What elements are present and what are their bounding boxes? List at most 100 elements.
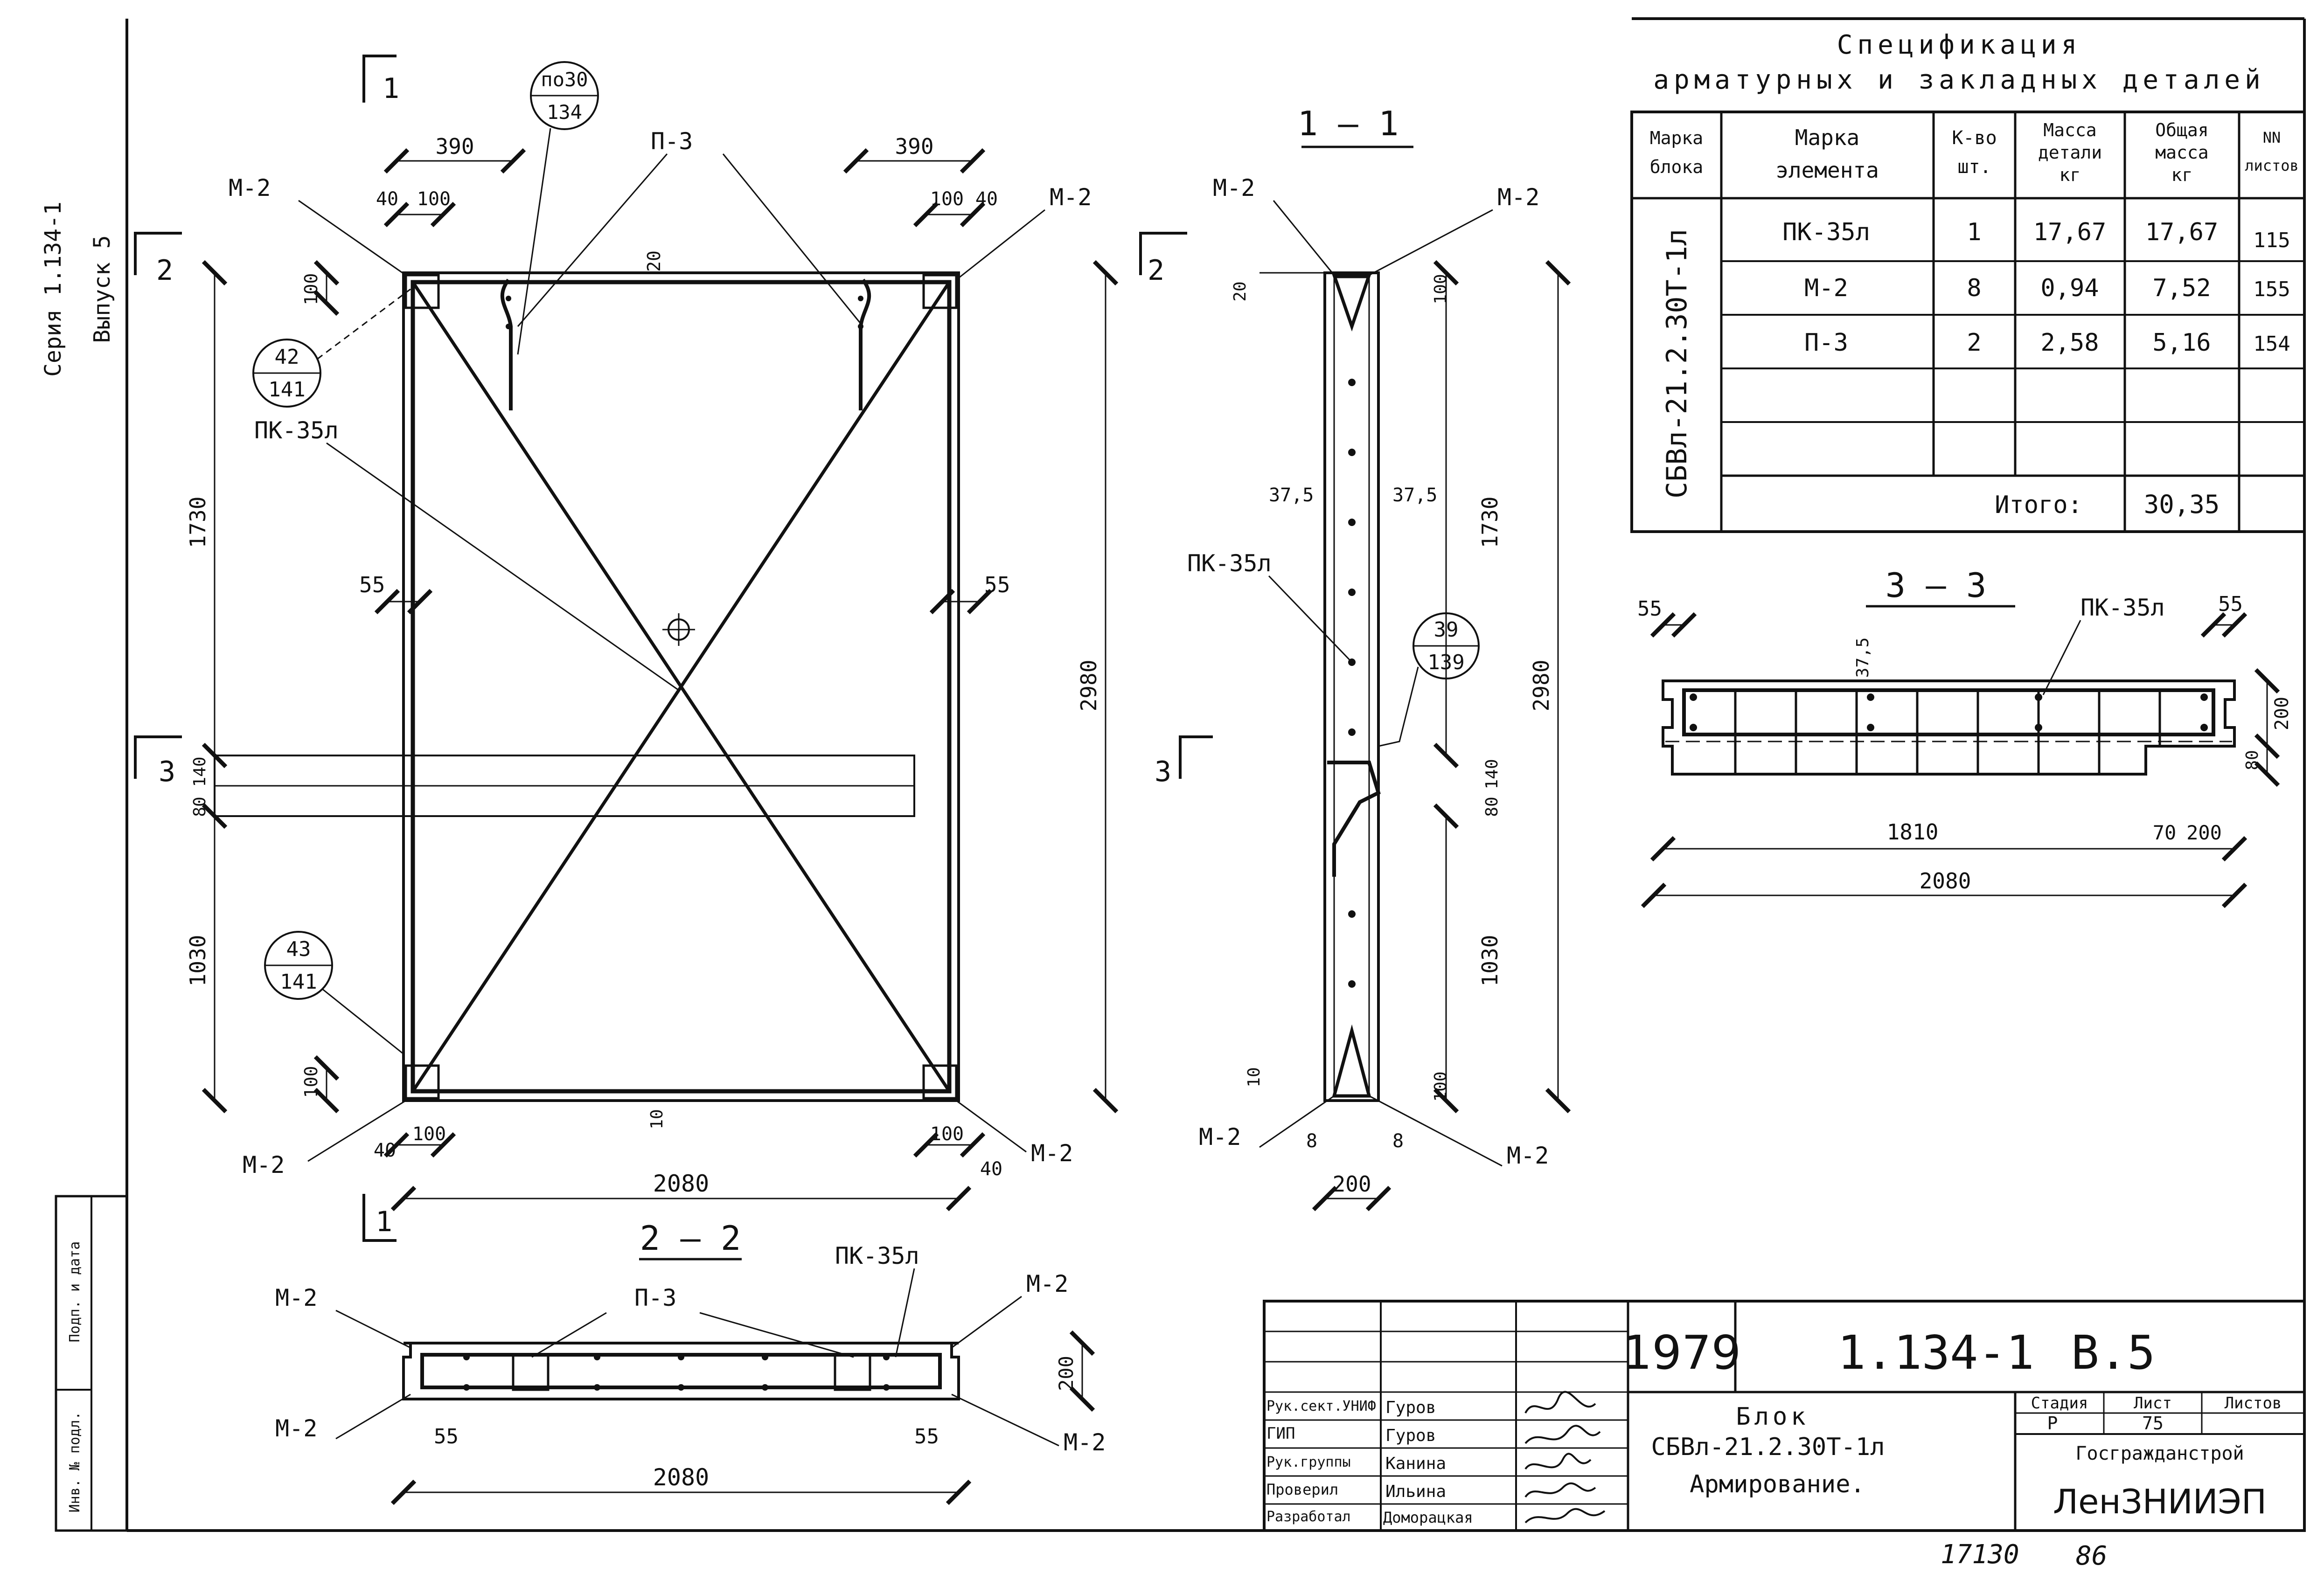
issue-label: Выпуск 5 [89, 235, 115, 343]
row2-qty: 8 [1967, 274, 1981, 302]
dim-55-right: 55 [984, 572, 1010, 597]
tb-role-2: ГИП [1266, 1424, 1295, 1443]
dim-100-b-right: 100 [930, 1123, 964, 1145]
tb-name-2: Гуров [1385, 1426, 1436, 1445]
section-2-2: 2 — 2 М-2 П-3 ПК-35л М-2 М-2 М-2 200 55 … [275, 1219, 1106, 1505]
footer-left: 17130 [1941, 1539, 2019, 1570]
s33-dim-55-l: 55 [1637, 597, 1662, 621]
hdr-mass-each: Масса детали кг [2038, 120, 2102, 185]
row3-qty: 2 [1967, 329, 1981, 357]
s33-dim-200: 200 [2271, 697, 2293, 730]
tb-name-4: Ильина [1385, 1482, 1446, 1501]
tb-org-1: Госгражданстрой [2075, 1443, 2244, 1464]
callout-42-141: 42 141 [252, 288, 411, 408]
dim-10-bottom: 10 [647, 1109, 667, 1129]
s33-dim-2080: 2080 [1920, 868, 1971, 894]
dim-1030: 1030 [185, 935, 210, 987]
spec-total-value: 30,35 [2144, 490, 2220, 519]
row3-sheet: 154 [2253, 332, 2290, 356]
s11-dim-2980: 2980 [1529, 660, 1554, 712]
s22-dim-55-l: 55 [434, 1425, 459, 1448]
section-3-3: 3 — 3 ПК-35л 55 55 37,5 200 80 [1637, 566, 2293, 908]
s22-dim-55-r: 55 [914, 1425, 939, 1448]
cut-3-right: 3 [1155, 755, 1171, 788]
tb-stage-label: Стадия [2031, 1394, 2088, 1413]
label-m2-top-right: М-2 [1050, 184, 1092, 211]
s33-dim-1810: 1810 [1887, 819, 1939, 845]
s11-dim-100-b: 100 [1431, 1071, 1450, 1102]
s33-dim-80: 80 [2243, 750, 2262, 770]
dim-390-right: 390 [895, 134, 933, 159]
s22-dim-2080: 2080 [653, 1464, 709, 1491]
label-pk35-front: ПК-35л [254, 417, 339, 444]
hdr-element-mark: Марка элемента [1775, 125, 1879, 183]
dim-80-v: 80 [190, 797, 209, 817]
s22-label-p3: П-3 [634, 1284, 676, 1311]
dim-40-b-right: 40 [980, 1158, 1002, 1180]
row3-total: 5,16 [2152, 329, 2211, 357]
cut-3-left: 3 [159, 755, 175, 788]
s33-dim-200-b: 200 [2186, 821, 2222, 844]
label-m2-bottom-right: М-2 [1031, 1140, 1073, 1167]
inv-no-label: Инв. № подл. [67, 1412, 83, 1513]
s11-label-m2-tr: М-2 [1497, 184, 1539, 211]
section-1-1: 1 — 1 М-2 М-2 ПК-35л М-2 М-2 [1187, 104, 1571, 1212]
s22-label-pk35: ПК-35л [835, 1242, 919, 1269]
dim-2980: 2980 [1076, 660, 1101, 712]
tb-org-2: ЛенЗНИИЭП [2053, 1482, 2267, 1521]
s11-dim-20: 20 [1231, 281, 1250, 301]
s33-label-pk35: ПК-35л [2080, 594, 2165, 621]
callout-43-141: 43 141 [264, 931, 404, 1055]
s22-label-m2-tl: М-2 [275, 1284, 317, 1311]
tb-product-1: Блок [1736, 1403, 1809, 1431]
row2-total: 7,52 [2152, 274, 2211, 302]
s22-label-m2-br: М-2 [1064, 1429, 1106, 1456]
s11-dim-37-5-r: 37,5 [1392, 485, 1437, 506]
dim-100-right: 100 [930, 188, 964, 210]
section-3-3-stirrups [1690, 690, 2208, 774]
s11-dim-140: 140 [1482, 759, 1502, 789]
dim-55-left: 55 [359, 572, 385, 597]
s33-dim-55-r: 55 [2218, 592, 2243, 616]
inventory-stamp: Инв. № подл. Подп. и дата [55, 1195, 128, 1532]
front-view: 1 1 2 2 3 3 390 390 40 100 100 40 20 М-2… [134, 55, 1213, 1242]
spec-total-label: Итого: [1995, 491, 2082, 519]
callout-p030: по30 134 [517, 61, 599, 355]
s11-label-m2-br: М-2 [1507, 1142, 1549, 1169]
callout-141b: 141 [280, 970, 317, 994]
spec-block-name: СБВл-21.2.30Т-1л [1661, 229, 1693, 499]
cut-1-top: 1 [383, 72, 399, 105]
dim-1730: 1730 [185, 497, 210, 548]
tb-product-2: СБВл-21.2.30Т-1л [1651, 1433, 1885, 1461]
row3-element: П-3 [1804, 329, 1848, 357]
s11-dim-37-5-l: 37,5 [1269, 485, 1314, 506]
dim-40-left: 40 [376, 188, 398, 210]
row1-sheet: 115 [2253, 229, 2290, 252]
cut-2-left: 2 [156, 254, 173, 287]
signatures [1524, 1391, 1606, 1524]
footer-right: 86 [2076, 1541, 2107, 1571]
tb-product-3: Армирование. [1690, 1470, 1865, 1498]
row2-sheet: 155 [2253, 277, 2290, 301]
hdr-mass-total: Общая масса кг [2155, 120, 2209, 185]
tb-stage-value: Р [2047, 1413, 2058, 1434]
dim-2080-front: 2080 [653, 1170, 709, 1197]
cut-2-right: 2 [1148, 254, 1164, 287]
section-1-1-title: 1 — 1 [1298, 104, 1399, 143]
dim-100-v-bot: 100 [301, 1066, 321, 1098]
row1-qty: 1 [1967, 218, 1981, 246]
callout-p030-top: по30 [541, 68, 588, 91]
callout-42: 42 [275, 345, 299, 369]
hdr-sheet-no: NN листов [2245, 129, 2299, 174]
dim-390-left: 390 [435, 134, 474, 159]
cut-1-bottom: 1 [376, 1206, 392, 1238]
tb-year: 1979 [1622, 1325, 1741, 1380]
series-label: Серия 1.134-1 [40, 201, 66, 377]
tb-issue: В.5 [2071, 1325, 2156, 1380]
row1-total: 17,67 [2145, 218, 2219, 246]
tb-sheets-label: Листов [2225, 1394, 2282, 1413]
callout-43: 43 [286, 937, 311, 961]
section-2-2-title: 2 — 2 [640, 1219, 741, 1258]
hdr-qty: К-во шт. [1952, 127, 1997, 178]
sign-date-label: Подп. и дата [67, 1241, 83, 1343]
